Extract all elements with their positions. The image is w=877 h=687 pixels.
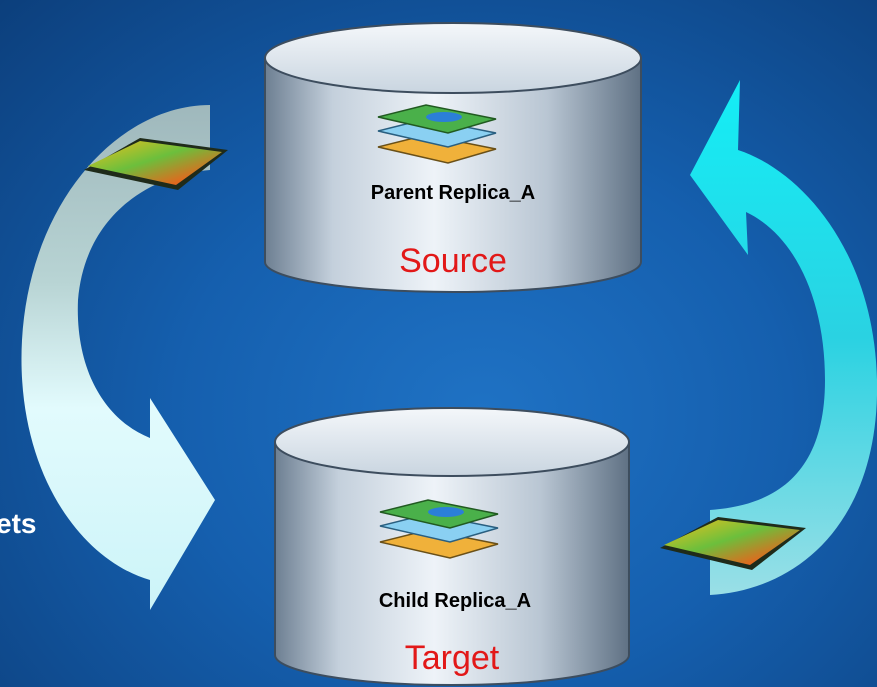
dataset-tile-icon [84,138,228,190]
side-label-text: ets [0,508,37,539]
sync-up-arrow [690,80,877,595]
target-label: Target [404,639,500,677]
child-replica-name: Child Replica_A [378,590,532,612]
dataset-tile-icon [660,517,806,570]
replicate-down-arrow [21,105,215,610]
layers-icon [379,499,499,559]
layers-icon [377,104,497,164]
child-database-cylinder [274,407,630,686]
parent-database-cylinder [264,22,642,293]
parent-replica-name: Parent Replica_A [370,182,536,204]
source-label: Source [399,242,507,280]
